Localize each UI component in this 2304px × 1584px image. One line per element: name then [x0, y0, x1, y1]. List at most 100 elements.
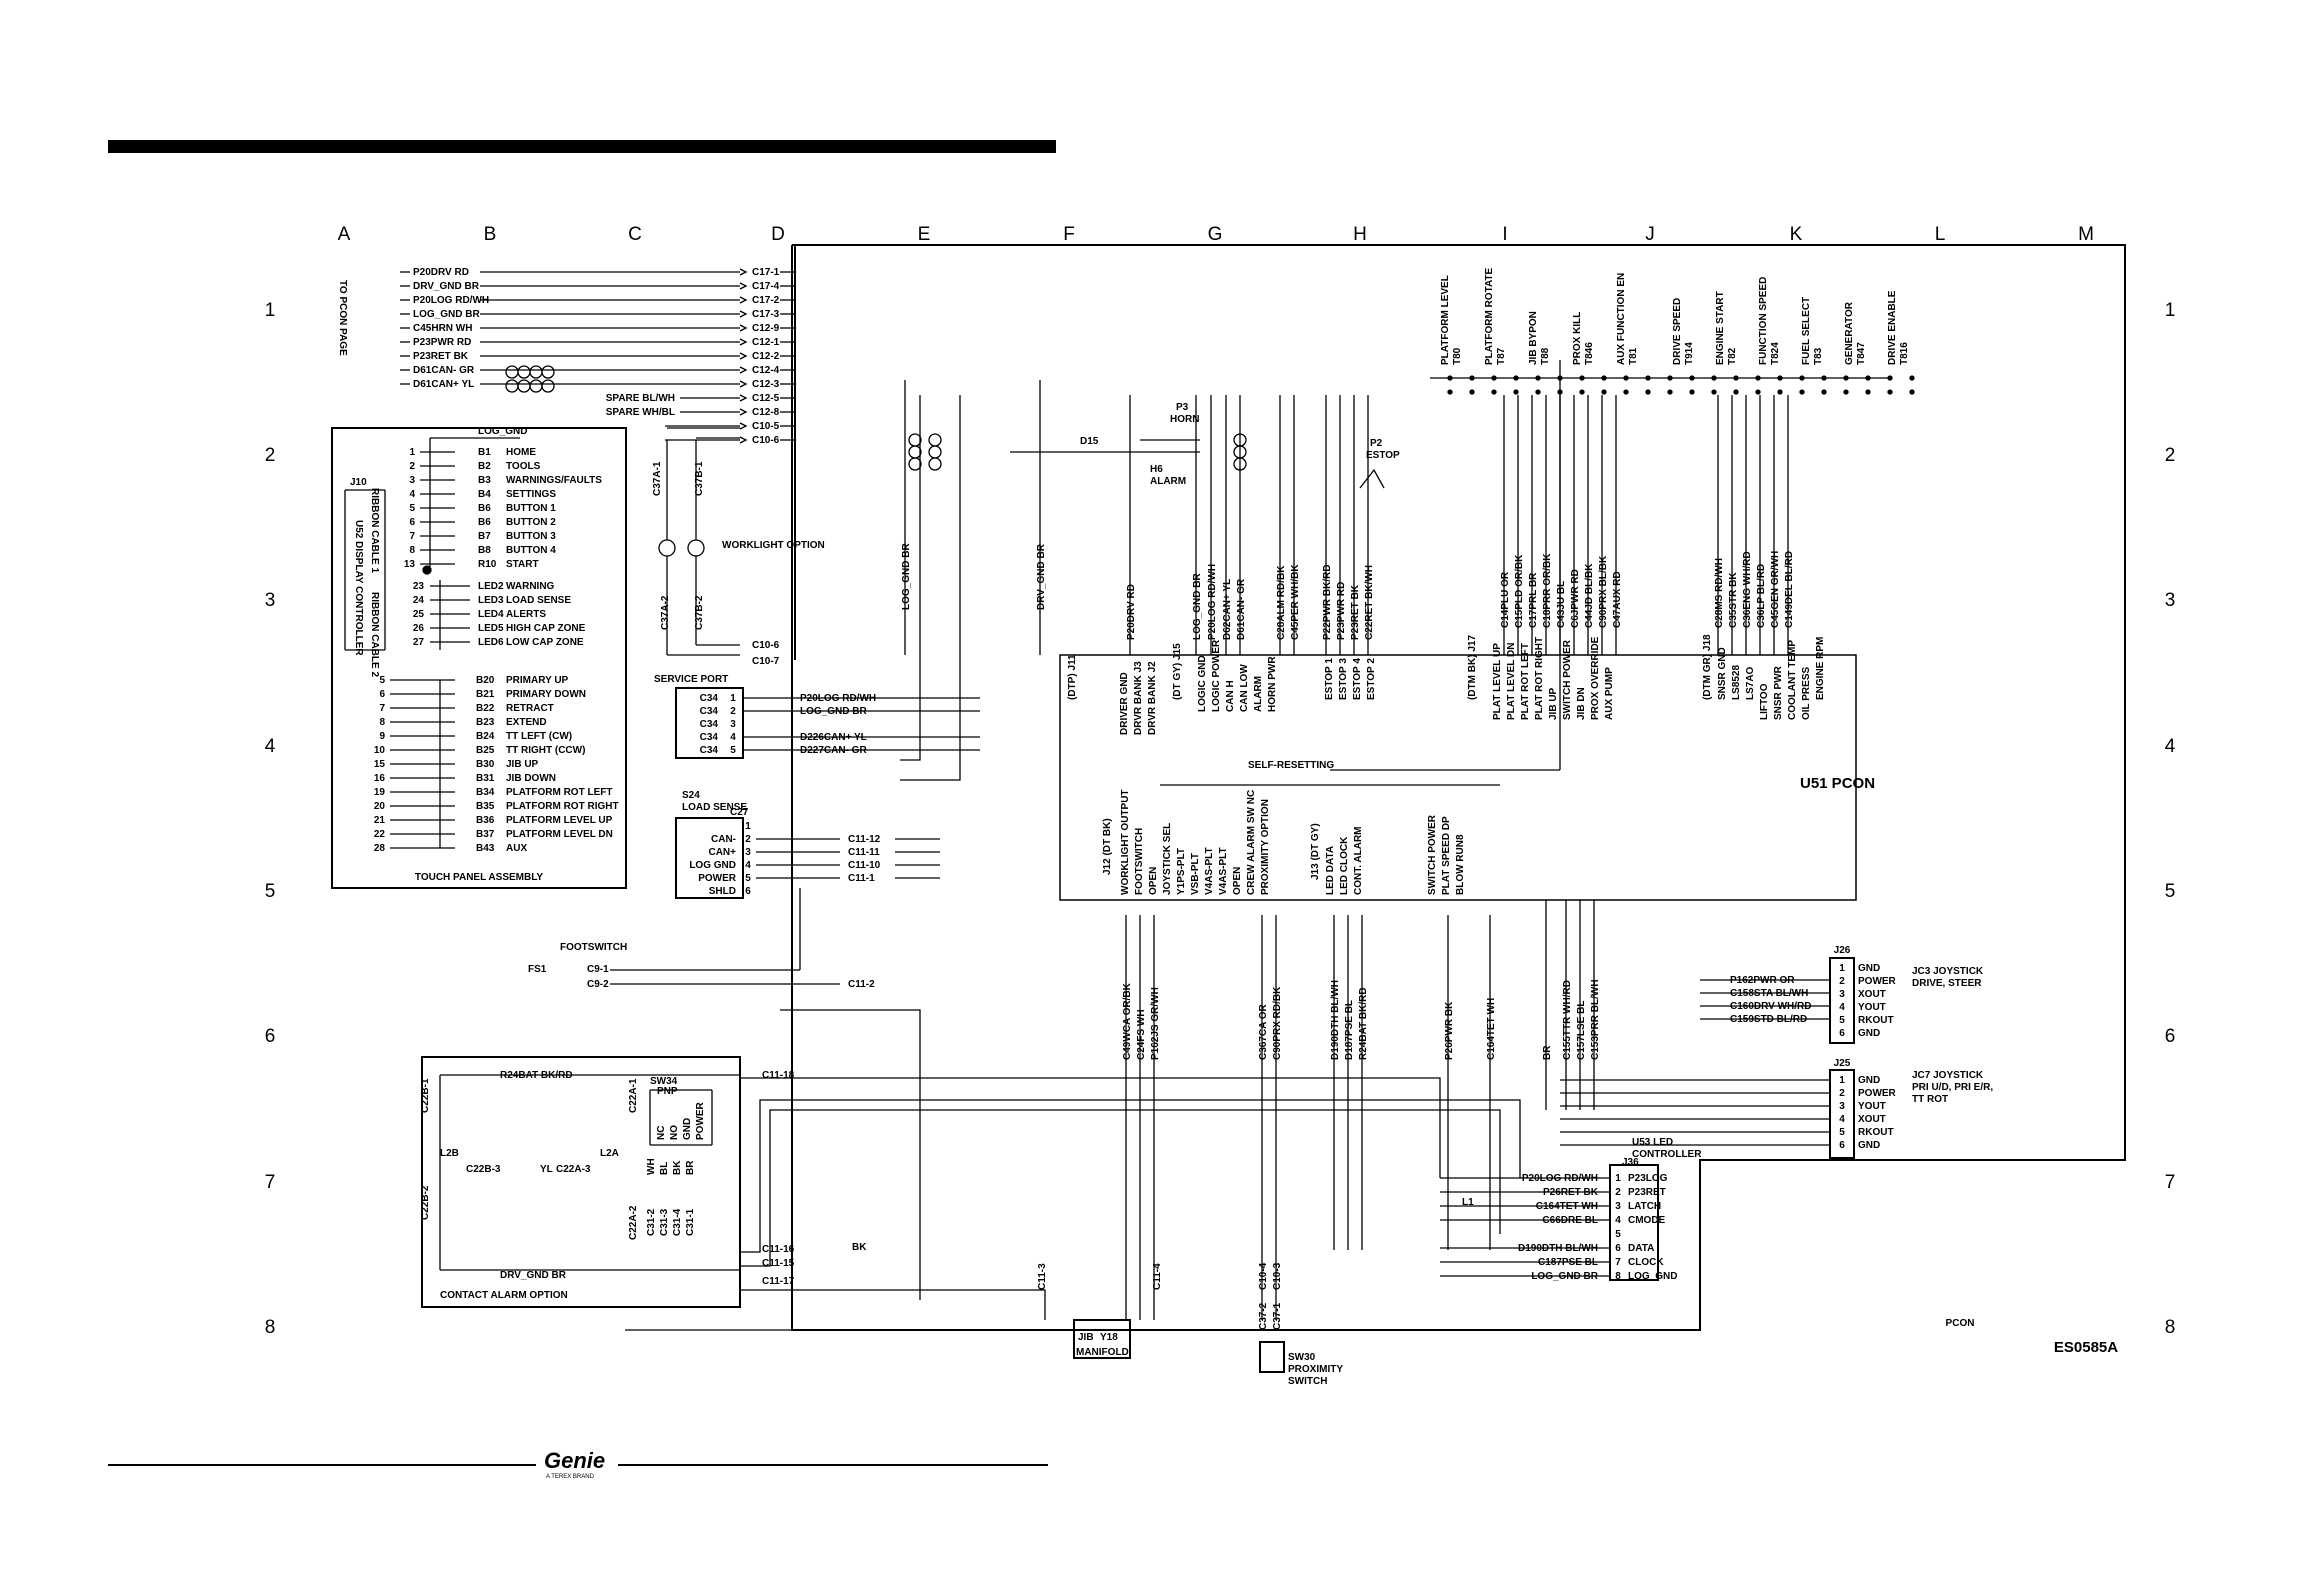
- twist-loop: [908, 445, 922, 459]
- jc3-pin: GND: [1858, 963, 1880, 974]
- pcon-j12: J12 (DT BK): [1102, 818, 1113, 875]
- load-sense-signal: CAN+: [708, 847, 736, 858]
- top-switch-id: T847: [1856, 342, 1867, 365]
- tp-led-id: LED6: [478, 637, 504, 648]
- load-sense-num: 1: [745, 821, 751, 832]
- footswitch-pin: C9-2: [587, 979, 609, 990]
- pcon-j17-pin: SWITCH POWER: [1562, 639, 1573, 720]
- tp-led-id: LED3: [478, 595, 504, 606]
- j12-wire-label: C367CA OR: [1258, 1003, 1269, 1060]
- top-switch-id: T824: [1770, 342, 1781, 365]
- tp-button-id: B8: [478, 545, 491, 556]
- switch-contact: [1711, 389, 1717, 395]
- arrow: [739, 436, 748, 444]
- tp-switch-label: PLATFORM ROT LEFT: [506, 787, 612, 798]
- twist-loop: [541, 379, 555, 393]
- load-sense-title: LOAD SENSE: [682, 802, 747, 813]
- tp-led-id: LED2: [478, 581, 504, 592]
- tp-pin-num: 7: [409, 531, 415, 542]
- arrow: [739, 268, 748, 276]
- sw34-wire-color: BR: [685, 1160, 696, 1175]
- switch-contact: [1799, 389, 1805, 395]
- pcon-j15-pin: ALARM: [1253, 676, 1264, 712]
- jc7-pin: RKOUT: [1858, 1127, 1894, 1138]
- arrow: [739, 352, 748, 360]
- top-switch-label: JIB BYPON: [1528, 311, 1539, 365]
- footer-rule-left: [108, 1464, 536, 1466]
- tp-pin-num: 13: [404, 559, 416, 570]
- jc7-pin: GND: [1858, 1075, 1880, 1086]
- tp-pin-num: 4: [409, 489, 415, 500]
- sw34-wire-color: WH: [646, 1158, 657, 1175]
- top-switch-label: PLATFORM LEVEL: [1440, 275, 1451, 365]
- tp-switch-label: JIB UP: [506, 759, 539, 770]
- tp-pin-num: 8: [379, 717, 385, 728]
- jc7-pin: XOUT: [1858, 1114, 1886, 1125]
- pcon-j18-pin: SNSR GND: [1717, 647, 1728, 700]
- tp-switch-label: EXTEND: [506, 717, 547, 728]
- c31-pin: C31-4: [672, 1208, 683, 1236]
- led-pin-num: 4: [1615, 1215, 1621, 1226]
- tp-switch-id: B37: [476, 829, 495, 840]
- pcon-j17-pin: PLAT LEVEL UP: [1492, 643, 1503, 720]
- service-port-wire: P20LOG RD/WH: [800, 693, 876, 704]
- sw34-terminal: POWER: [695, 1101, 706, 1140]
- tp-pin-num: 6: [379, 689, 385, 700]
- tp-pin-num: 24: [413, 595, 425, 606]
- jc7-subtitle-2: TT ROT: [1912, 1094, 1948, 1105]
- c31-pin: C31-3: [659, 1208, 670, 1236]
- conn-wire-label: D61CAN+ YL: [413, 379, 474, 390]
- jc3-pin: XOUT: [1858, 989, 1886, 1000]
- led-pin-num: 8: [1615, 1271, 1621, 1282]
- grid-row-left-3: 3: [265, 590, 276, 611]
- j17-wire-label: C44JD BL/BK: [1584, 563, 1595, 628]
- tp-switch-label: PRIMARY DOWN: [506, 689, 586, 700]
- tp-led-id: LED5: [478, 623, 504, 634]
- manifold-jib: JIB: [1078, 1332, 1094, 1343]
- arrow: [739, 380, 748, 388]
- j18-wire-label: C36LP BL/RD: [1756, 564, 1767, 628]
- pcon-j18-pin: LS8528: [1731, 665, 1742, 700]
- top-switch-id: T914: [1684, 342, 1695, 365]
- tp-button-label: BUTTON 4: [506, 545, 556, 556]
- grid-col-B: B: [484, 224, 497, 245]
- sw34-terminal: NO: [669, 1125, 680, 1140]
- pcon-j12-pin: Y1PS-PLT: [1176, 848, 1187, 895]
- worklight-pin: C37A-1: [652, 461, 663, 496]
- pcon-j15-pin: LOGIC GND: [1197, 655, 1208, 712]
- grid-col-M: M: [2078, 224, 2094, 245]
- c22a-pin: C22A-1: [628, 1078, 639, 1113]
- tp-button-id: B7: [478, 531, 491, 542]
- vertical-wire-label: C28ALM RD/BK: [1276, 565, 1287, 640]
- pcon-j18-pin: LIFTOO: [1759, 683, 1770, 720]
- conn-wire-label: LOG_GND BR: [413, 309, 480, 320]
- twist-loop: [541, 365, 555, 379]
- tp-led-id: LED4: [478, 609, 504, 620]
- jc7-pin: GND: [1858, 1140, 1880, 1151]
- tp-switch-label: JIB DOWN: [506, 773, 556, 784]
- top-switch-id: T816: [1899, 342, 1910, 365]
- switch-contact: [1447, 389, 1453, 395]
- load-sense-signal: SHLD: [709, 886, 736, 897]
- manifold-id: Y18: [1100, 1332, 1118, 1343]
- led-pin: P23RET: [1628, 1187, 1666, 1198]
- grid-col-D: D: [771, 224, 785, 245]
- led-wire: C66DRE BL: [1542, 1215, 1598, 1226]
- top-switch-label: ENGINE START: [1715, 291, 1726, 365]
- switch-contact: [1777, 389, 1783, 395]
- switch-contact: [1865, 389, 1871, 395]
- pcon-j16-pin: ESTOP 4: [1352, 658, 1363, 700]
- pcon-j12-pin: V4AS-PLT: [1218, 847, 1229, 895]
- pcon-j12-pin: WORKLIGHT OUTPUT: [1120, 789, 1131, 895]
- pcon-j18-pin: LS7AO: [1745, 666, 1756, 700]
- tp-switch-label: RETRACT: [506, 703, 554, 714]
- drawing-id: ES0585A: [2054, 1339, 2118, 1356]
- jc7-pin: POWER: [1858, 1088, 1897, 1099]
- page-tag: PCON: [1946, 1318, 1975, 1329]
- c22b-pin: C22B-3: [466, 1164, 501, 1175]
- tp-pin-num: 15: [374, 759, 386, 770]
- top-switch-label: FUNCTION SPEED: [1758, 277, 1769, 365]
- worklight-lamp: [687, 539, 705, 557]
- arrow: [739, 282, 748, 290]
- j18-wire-label: C36ENG WH/RD: [1742, 551, 1753, 628]
